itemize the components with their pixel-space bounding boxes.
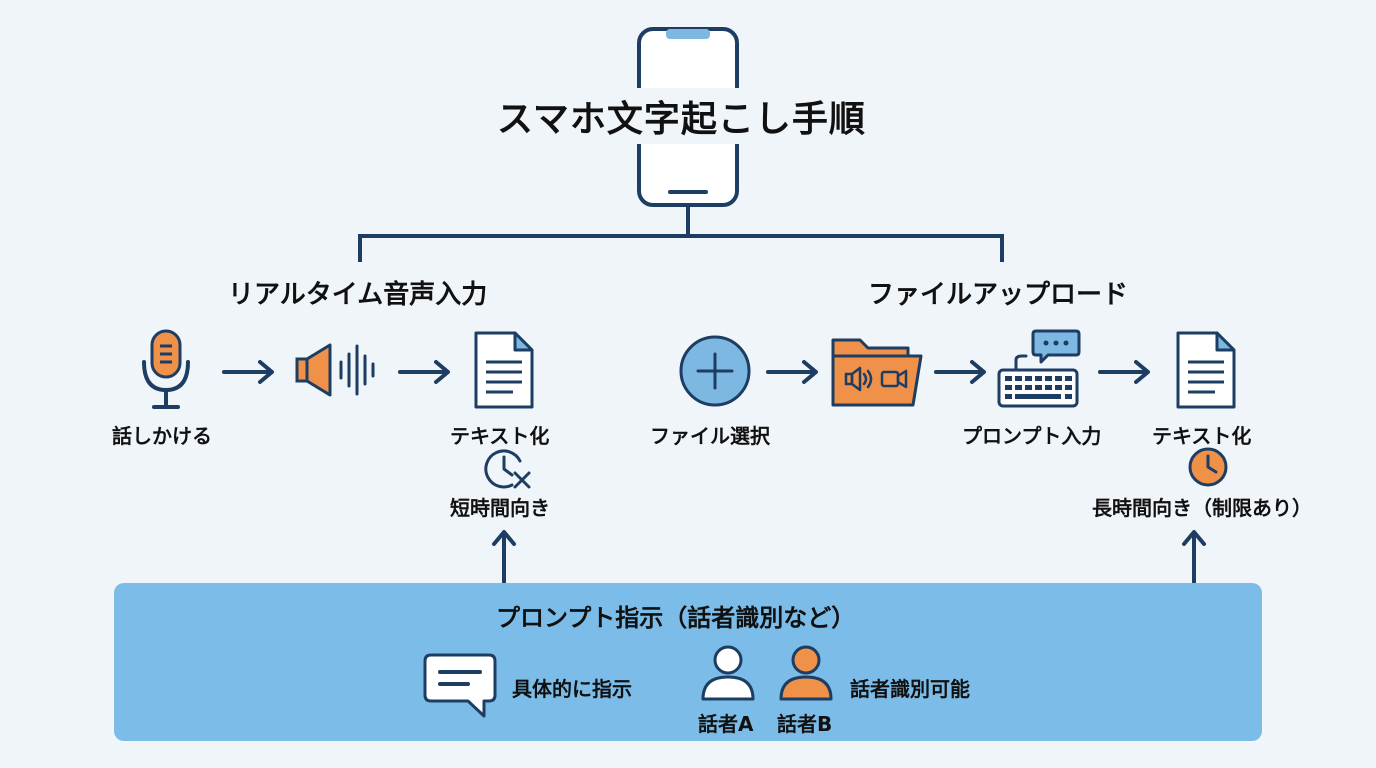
- realtime-heading: リアルタイム音声入力: [228, 280, 488, 310]
- prompt-input-label: プロンプト入力: [962, 424, 1102, 448]
- long-duration-label: 長時間向き（制限あり）: [1092, 496, 1312, 520]
- arrow-up-icon: [1182, 530, 1206, 584]
- file-select-label: ファイル選択: [650, 424, 770, 448]
- text-label-left: テキスト化: [450, 424, 550, 448]
- user-icon: [701, 645, 755, 701]
- add-file-icon: [679, 335, 751, 407]
- clock-icon: [1188, 447, 1228, 487]
- clock-cross-icon: [484, 449, 531, 489]
- arrow-right-icon: [1098, 360, 1150, 384]
- prompt-panel-heading: プロンプト指示（話者識別など）: [496, 604, 856, 632]
- speaker-a-label: 話者A: [698, 712, 754, 736]
- chat-bubble-icon: [423, 653, 497, 718]
- upload-heading: ファイルアップロード: [868, 280, 1129, 310]
- keyboard-chat-icon: [997, 329, 1081, 408]
- speaker-wave-icon: [295, 343, 375, 397]
- arrow-right-icon: [398, 360, 450, 384]
- arrow-right-icon: [222, 360, 274, 384]
- page-title: スマホ文字起こし手順: [493, 88, 870, 144]
- media-folder-icon: [831, 338, 923, 407]
- arrow-right-icon: [934, 360, 986, 384]
- speaker-b-label: 話者B: [777, 712, 833, 736]
- short-duration-label: 短時間向き: [450, 496, 550, 520]
- prompt-instruction-panel: [114, 583, 1262, 741]
- speaker-identification-label: 話者識別可能: [850, 677, 970, 701]
- specific-instruction-label: 具体的に指示: [512, 677, 632, 701]
- document-icon: [1176, 331, 1236, 409]
- arrow-up-icon: [492, 530, 516, 584]
- user-icon: [779, 645, 833, 701]
- document-icon: [474, 331, 534, 409]
- text-label-right: テキスト化: [1152, 424, 1252, 448]
- microphone-icon: [142, 329, 190, 409]
- arrow-right-icon: [766, 360, 818, 384]
- speak-label: 話しかける: [112, 424, 212, 448]
